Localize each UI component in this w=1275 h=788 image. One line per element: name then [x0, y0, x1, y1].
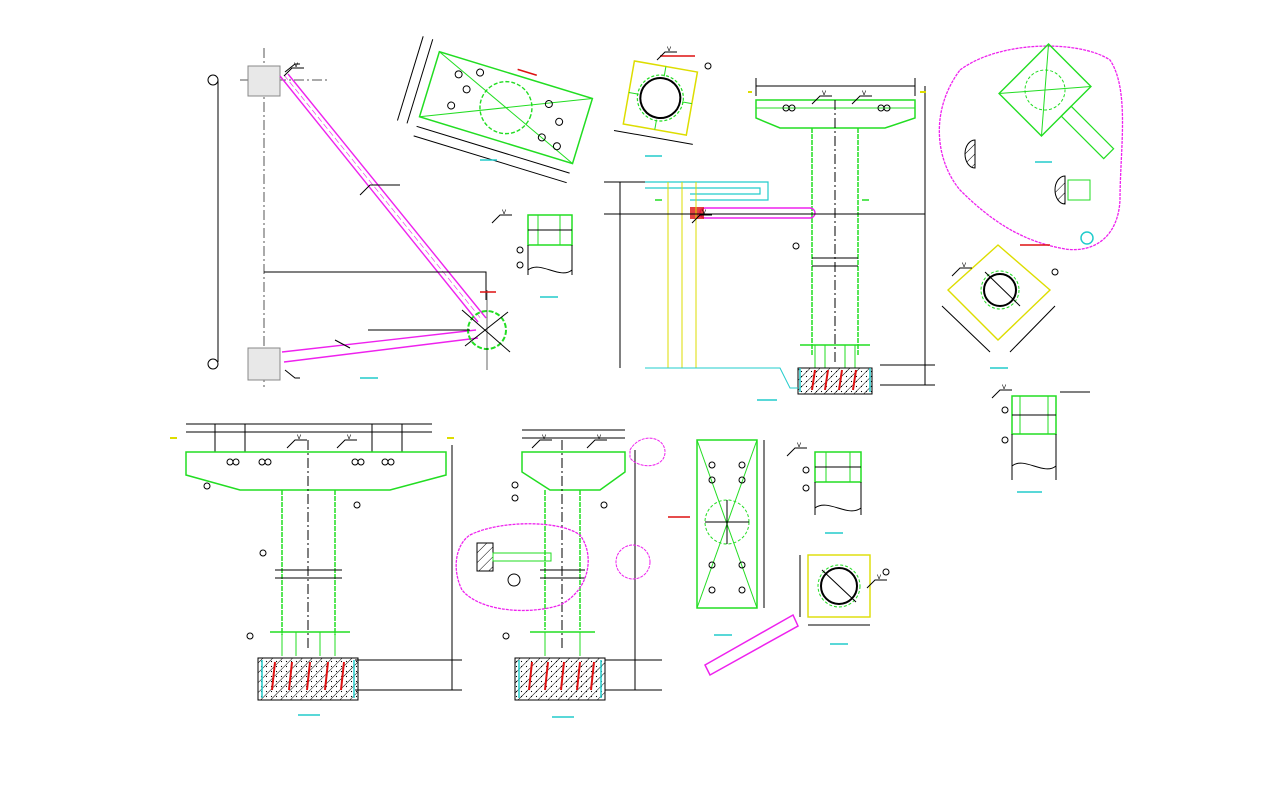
weld-symbol-label: V [294, 62, 299, 69]
weld-symbol: V [691, 209, 712, 224]
weld-symbol: V [786, 442, 807, 457]
weld-symbol-label: V [877, 574, 882, 581]
weld-symbol: V [866, 574, 887, 589]
weld-symbol-label: V [502, 209, 507, 216]
lower-support-block [247, 347, 281, 381]
revision-cloud-small [455, 523, 589, 612]
weld-symbol-label: V [1002, 384, 1007, 391]
weld-symbol: V [586, 434, 607, 449]
weld-symbol: V [336, 434, 357, 449]
weld-symbol: V [656, 46, 677, 61]
weld-symbol-label: V [962, 262, 967, 269]
rotated-base-plate-detail [941, 244, 1059, 369]
upper-support-block [247, 65, 281, 97]
weld-symbol: V [991, 384, 1012, 399]
base-plate-plan-detail [613, 60, 699, 145]
vertical-gusset-plate-detail [668, 439, 799, 677]
lower-splice-detail [802, 451, 862, 534]
weld-symbol-label: V [597, 434, 602, 441]
t-column-elevation-center [455, 429, 666, 718]
weld-symbol: V [283, 62, 304, 77]
weld-symbol-label: V [667, 46, 672, 53]
weld-symbol-label: V [542, 434, 547, 441]
gusset-plate-detail [396, 36, 594, 184]
weld-symbol: V [811, 90, 832, 105]
weld-symbol: V [851, 90, 872, 105]
weld-symbol-label: V [702, 209, 707, 216]
weld-symbol: V [286, 434, 307, 449]
weld-symbol: V [951, 262, 972, 277]
weld-symbol-label: V [797, 442, 802, 449]
lower-base-plate-plan-detail [799, 554, 890, 645]
column-beam-elevation-detail [604, 78, 935, 401]
weld-symbol-label: V [862, 90, 867, 97]
weld-symbol: V [491, 209, 512, 224]
brace-elevation-detail [207, 48, 511, 388]
revision-cloud-detail [938, 43, 1124, 251]
weld-symbol-label: V [297, 434, 302, 441]
weld-symbol: V [531, 434, 552, 449]
weld-symbol-label: V [822, 90, 827, 97]
weld-symbol-label: V [347, 434, 352, 441]
center-splice-detail [516, 214, 573, 298]
right-splice-detail [1001, 391, 1090, 493]
t-column-elevation-left [170, 423, 462, 716]
